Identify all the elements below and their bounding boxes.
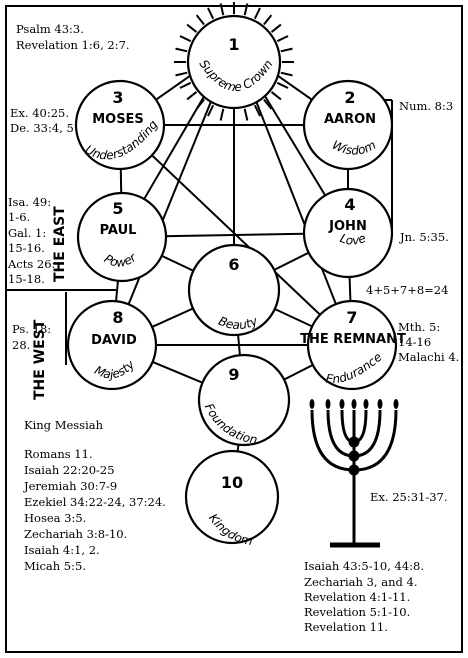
sephira-7-number: 7: [346, 308, 357, 327]
crown-refs: Psalm 43:3. Revelation 1:6, 2:7.: [16, 22, 130, 52]
sephira-3-name: MOSES: [92, 112, 144, 127]
king-messiah-refs: Romans 11. Isaiah 22:20-25 Jeremiah 30:7…: [23, 447, 169, 573]
moses-refs: Ex. 40:25. De. 33:4, 5: [10, 106, 74, 135]
menorah-ref: Ex. 25:31-37.: [370, 490, 448, 504]
sephira-10-number: 10: [221, 473, 243, 492]
sun-ray: [179, 81, 192, 89]
sun-ray: [219, 108, 225, 121]
aaron-refs: Num. 8:3: [399, 99, 453, 113]
sephira-4-circle: [302, 187, 394, 279]
sephira-5-circle: [76, 191, 168, 283]
sun-ray: [276, 35, 289, 43]
crown-sun-rays: [174, 2, 294, 122]
the-west-label: THE WEST: [32, 319, 48, 400]
sun-ray: [195, 98, 205, 110]
sephira-7-name: THE REMNANT: [300, 332, 406, 347]
sephira-9-circle: [197, 353, 291, 447]
sun-ray: [195, 14, 205, 26]
sun-ray: [270, 91, 282, 101]
sun-ray: [186, 91, 198, 101]
sun-ray: [276, 81, 289, 89]
sun-ray: [175, 47, 188, 53]
sephira-2-circle: [302, 79, 394, 171]
sun-ray: [280, 71, 293, 77]
sephira-6-circle: [187, 243, 281, 337]
sephira-6-attribute: Beauty: [216, 314, 260, 333]
menorah-flames: [309, 399, 399, 409]
sun-ray: [253, 104, 261, 117]
sephira-5-number: 5: [112, 199, 123, 218]
sephira-5-attribute: Power: [102, 250, 140, 270]
sephira-2-number: 2: [344, 88, 355, 107]
sephira-5-name: PAUL: [100, 223, 137, 238]
sephira-3-number: 3: [112, 88, 123, 107]
sun-ray: [243, 108, 249, 121]
sephira-2-name: AARON: [324, 112, 376, 127]
sephira-2-attribute: Wisdom: [330, 138, 378, 158]
menorah-icon: [310, 409, 398, 548]
sun-ray: [207, 104, 215, 117]
sephira-1-number: 1: [228, 35, 239, 54]
sephira-9-number: 9: [228, 365, 239, 384]
king-messiah-title: King Messiah: [24, 418, 104, 432]
sephira-3-circle: [74, 79, 166, 171]
sun-ray: [207, 7, 215, 20]
remnant-refs: Mth. 5: 14-16 Malachi 4.: [398, 320, 459, 364]
sephira-4-number: 4: [344, 195, 355, 214]
sun-ray: [175, 71, 188, 77]
sun-ray: [263, 14, 273, 26]
sephira-8-name: DAVID: [91, 333, 137, 348]
sun-ray: [263, 98, 273, 110]
sephira-4-name: JOHN: [328, 219, 367, 234]
sephira-6-number: 6: [228, 255, 239, 274]
sun-ray: [280, 47, 293, 53]
david-refs: Ps. 18: 28.: [12, 322, 55, 352]
the-east-label: THE EAST: [52, 206, 68, 282]
sephira-7-circle: [306, 299, 398, 391]
bottom-refs: Isaiah 43:5-10, 44:8. Zechariah 3, and 4…: [304, 559, 428, 634]
sephira-8-circle: [66, 299, 158, 391]
sun-ray: [219, 3, 225, 16]
sum-label: 4+5+7+8=24: [366, 283, 448, 297]
sun-ray: [179, 35, 192, 43]
sun-ray: [186, 23, 198, 33]
sun-ray: [270, 23, 282, 33]
sephira-8-number: 8: [112, 308, 123, 327]
john-refs: Jn. 5:35.: [399, 230, 449, 244]
sephira-4-attribute: Love: [338, 231, 368, 248]
sun-ray: [253, 7, 261, 20]
sephira-10-circle: [184, 449, 280, 545]
sun-ray: [243, 3, 249, 16]
paul-refs: Isa. 49: 1-6. Gal. 1: 15-16. Acts 26: 15…: [7, 195, 59, 286]
sephira-1-circle: [186, 14, 282, 110]
